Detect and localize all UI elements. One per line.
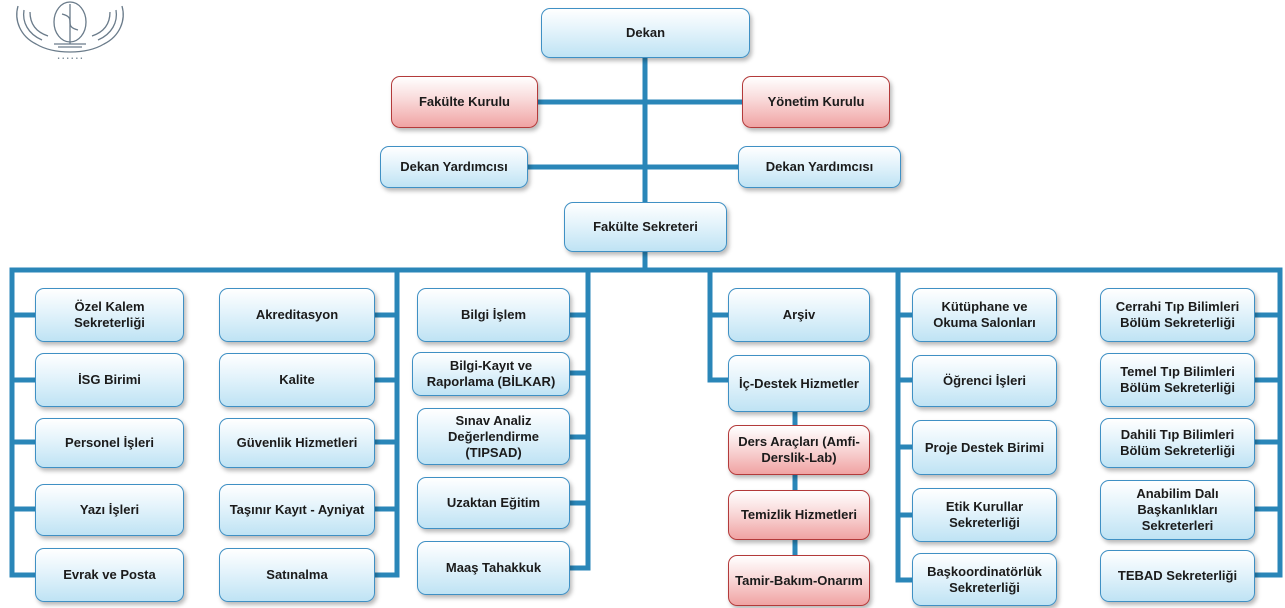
unit-label: Ders Araçları (Amfi-Derslik-Lab) [738, 434, 860, 465]
unit-box-uzaktan-egitim[interactable]: Uzaktan Eğitim [417, 477, 570, 529]
unit-label: Personel İşleri [65, 435, 154, 450]
unit-label: Başkoordinatörlük Sekreterliği [927, 563, 1042, 595]
unit-box-arsiv[interactable]: Arşiv [728, 288, 870, 342]
unit-label: Uzaktan Eğitim [446, 495, 541, 510]
unit-label: Maaş Tahakkuk [445, 560, 542, 575]
unit-box-kutuphane[interactable]: Kütüphane ve Okuma Salonları [912, 288, 1057, 342]
unit-box-guvenlik[interactable]: Güvenlik Hizmetleri [219, 418, 375, 468]
unit-label: Tamir-Bakım-Onarım [735, 572, 863, 588]
fakulte-sekreteri-box[interactable]: Fakülte Sekreteri [564, 202, 727, 252]
unit-label: Özel Kalem Sekreterliği [74, 299, 145, 330]
unit-box-tebad[interactable]: TEBAD Sekreterliği [1100, 550, 1255, 602]
unit-box-ozel-kalem[interactable]: Özel Kalem Sekreterliği [35, 288, 184, 342]
unit-box-bilgi-islem[interactable]: Bilgi İşlem [417, 288, 570, 342]
unit-label: Evrak ve Posta [63, 567, 156, 582]
unit-label: Satınalma [266, 567, 328, 582]
unit-box-isg[interactable]: İSG Birimi [35, 353, 184, 407]
university-emblem-icon: • • • • • • [16, 1, 124, 62]
unit-label: Cerrahi Tıp Bilimleri Bölüm Sekreterliği [1115, 299, 1240, 330]
unit-box-dahili-tip[interactable]: Dahili Tıp Bilimleri Bölüm Sekreterliği [1100, 418, 1255, 468]
unit-label: Yazı İşleri [79, 502, 140, 517]
unit-label: Sınav Analiz Değerlendirme (TIPSAD) [447, 412, 540, 460]
unit-box-baskoordinatorluk[interactable]: Başkoordinatörlük Sekreterliği [912, 553, 1057, 606]
unit-box-ogrenci-isleri[interactable]: Öğrenci İşleri [912, 355, 1057, 407]
unit-box-evrak-posta[interactable]: Evrak ve Posta [35, 548, 184, 602]
unit-label: Kalite [279, 372, 315, 387]
unit-label: İSG Birimi [78, 372, 141, 387]
unit-label: Etik Kurullar Sekreterliği [945, 499, 1024, 530]
fakulte-kurulu-label: Fakülte Kurulu [418, 94, 510, 109]
unit-box-temizlik[interactable]: Temizlik Hizmetleri [728, 490, 870, 540]
fakulte-sekreteri-label: Fakülte Sekreteri [593, 219, 698, 234]
dekan-yardimcisi-right-box[interactable]: Dekan Yardımcısı [738, 146, 901, 188]
svg-text:• • • • • •: • • • • • • [57, 56, 83, 62]
unit-label: Güvenlik Hizmetleri [236, 435, 358, 450]
dekan-yardimcisi-right-label: Dekan Yardımcısı [765, 159, 874, 174]
unit-label: TEBAD Sekreterliği [1117, 568, 1238, 583]
unit-box-ic-destek[interactable]: İç-Destek Hizmetler [728, 355, 870, 412]
fakulte-kurulu-box[interactable]: Fakülte Kurulu [391, 76, 538, 128]
unit-label: Öğrenci İşleri [942, 373, 1027, 388]
yonetim-kurulu-box[interactable]: Yönetim Kurulu [742, 76, 890, 128]
unit-label: Dahili Tıp Bilimleri Bölüm Sekreterliği [1120, 427, 1235, 458]
unit-box-temel-tip[interactable]: Temel Tıp Bilimleri Bölüm Sekreterliği [1100, 353, 1255, 407]
unit-box-yazi-isleri[interactable]: Yazı İşleri [35, 484, 184, 536]
unit-label: Anabilim Dalı Başkanlıkları Sekreterleri [1136, 486, 1219, 533]
unit-label: Arşiv [782, 307, 816, 322]
yonetim-kurulu-label: Yönetim Kurulu [767, 94, 865, 109]
unit-box-kalite[interactable]: Kalite [219, 353, 375, 407]
unit-box-personel[interactable]: Personel İşleri [35, 418, 184, 468]
unit-label: Bilgi-Kayıt ve Raporlama (BİLKAR) [426, 358, 556, 389]
unit-box-ders-araclari[interactable]: Ders Araçları (Amfi-Derslik-Lab) [728, 425, 870, 475]
unit-box-tamir-bakim[interactable]: Tamir-Bakım-Onarım [728, 555, 870, 606]
dekan-yardimcisi-left-box[interactable]: Dekan Yardımcısı [380, 146, 528, 188]
unit-label: İç-Destek Hizmetler [739, 375, 859, 391]
unit-label: Akreditasyon [255, 307, 339, 322]
unit-box-akreditasyon[interactable]: Akreditasyon [219, 288, 375, 342]
unit-label: Taşınır Kayıt - Ayniyat [229, 502, 365, 517]
dekan-label: Dekan [625, 25, 666, 40]
dekan-box[interactable]: Dekan [541, 8, 750, 58]
unit-box-proje-destek[interactable]: Proje Destek Birimi [912, 420, 1057, 475]
unit-box-tasinir[interactable]: Taşınır Kayıt - Ayniyat [219, 484, 375, 536]
unit-box-tipsad[interactable]: Sınav Analiz Değerlendirme (TIPSAD) [417, 408, 570, 465]
unit-box-anabilim-dali[interactable]: Anabilim Dalı Başkanlıkları Sekreterleri [1100, 480, 1255, 540]
unit-box-etik-kurullar[interactable]: Etik Kurullar Sekreterliği [912, 488, 1057, 542]
unit-label: Kütüphane ve Okuma Salonları [933, 299, 1036, 330]
unit-box-bilkar[interactable]: Bilgi-Kayıt ve Raporlama (BİLKAR) [412, 352, 570, 396]
unit-box-cerrahi[interactable]: Cerrahi Tıp Bilimleri Bölüm Sekreterliği [1100, 288, 1255, 342]
unit-box-satinalma[interactable]: Satınalma [219, 548, 375, 602]
unit-label: Bilgi İşlem [460, 307, 527, 322]
unit-label: Proje Destek Birimi [924, 439, 1045, 455]
unit-label: Temizlik Hizmetleri [740, 507, 858, 522]
dekan-yardimcisi-left-label: Dekan Yardımcısı [400, 159, 508, 174]
unit-box-maas-tahakkuk[interactable]: Maaş Tahakkuk [417, 541, 570, 595]
unit-label: Temel Tıp Bilimleri Bölüm Sekreterliği [1120, 364, 1235, 395]
